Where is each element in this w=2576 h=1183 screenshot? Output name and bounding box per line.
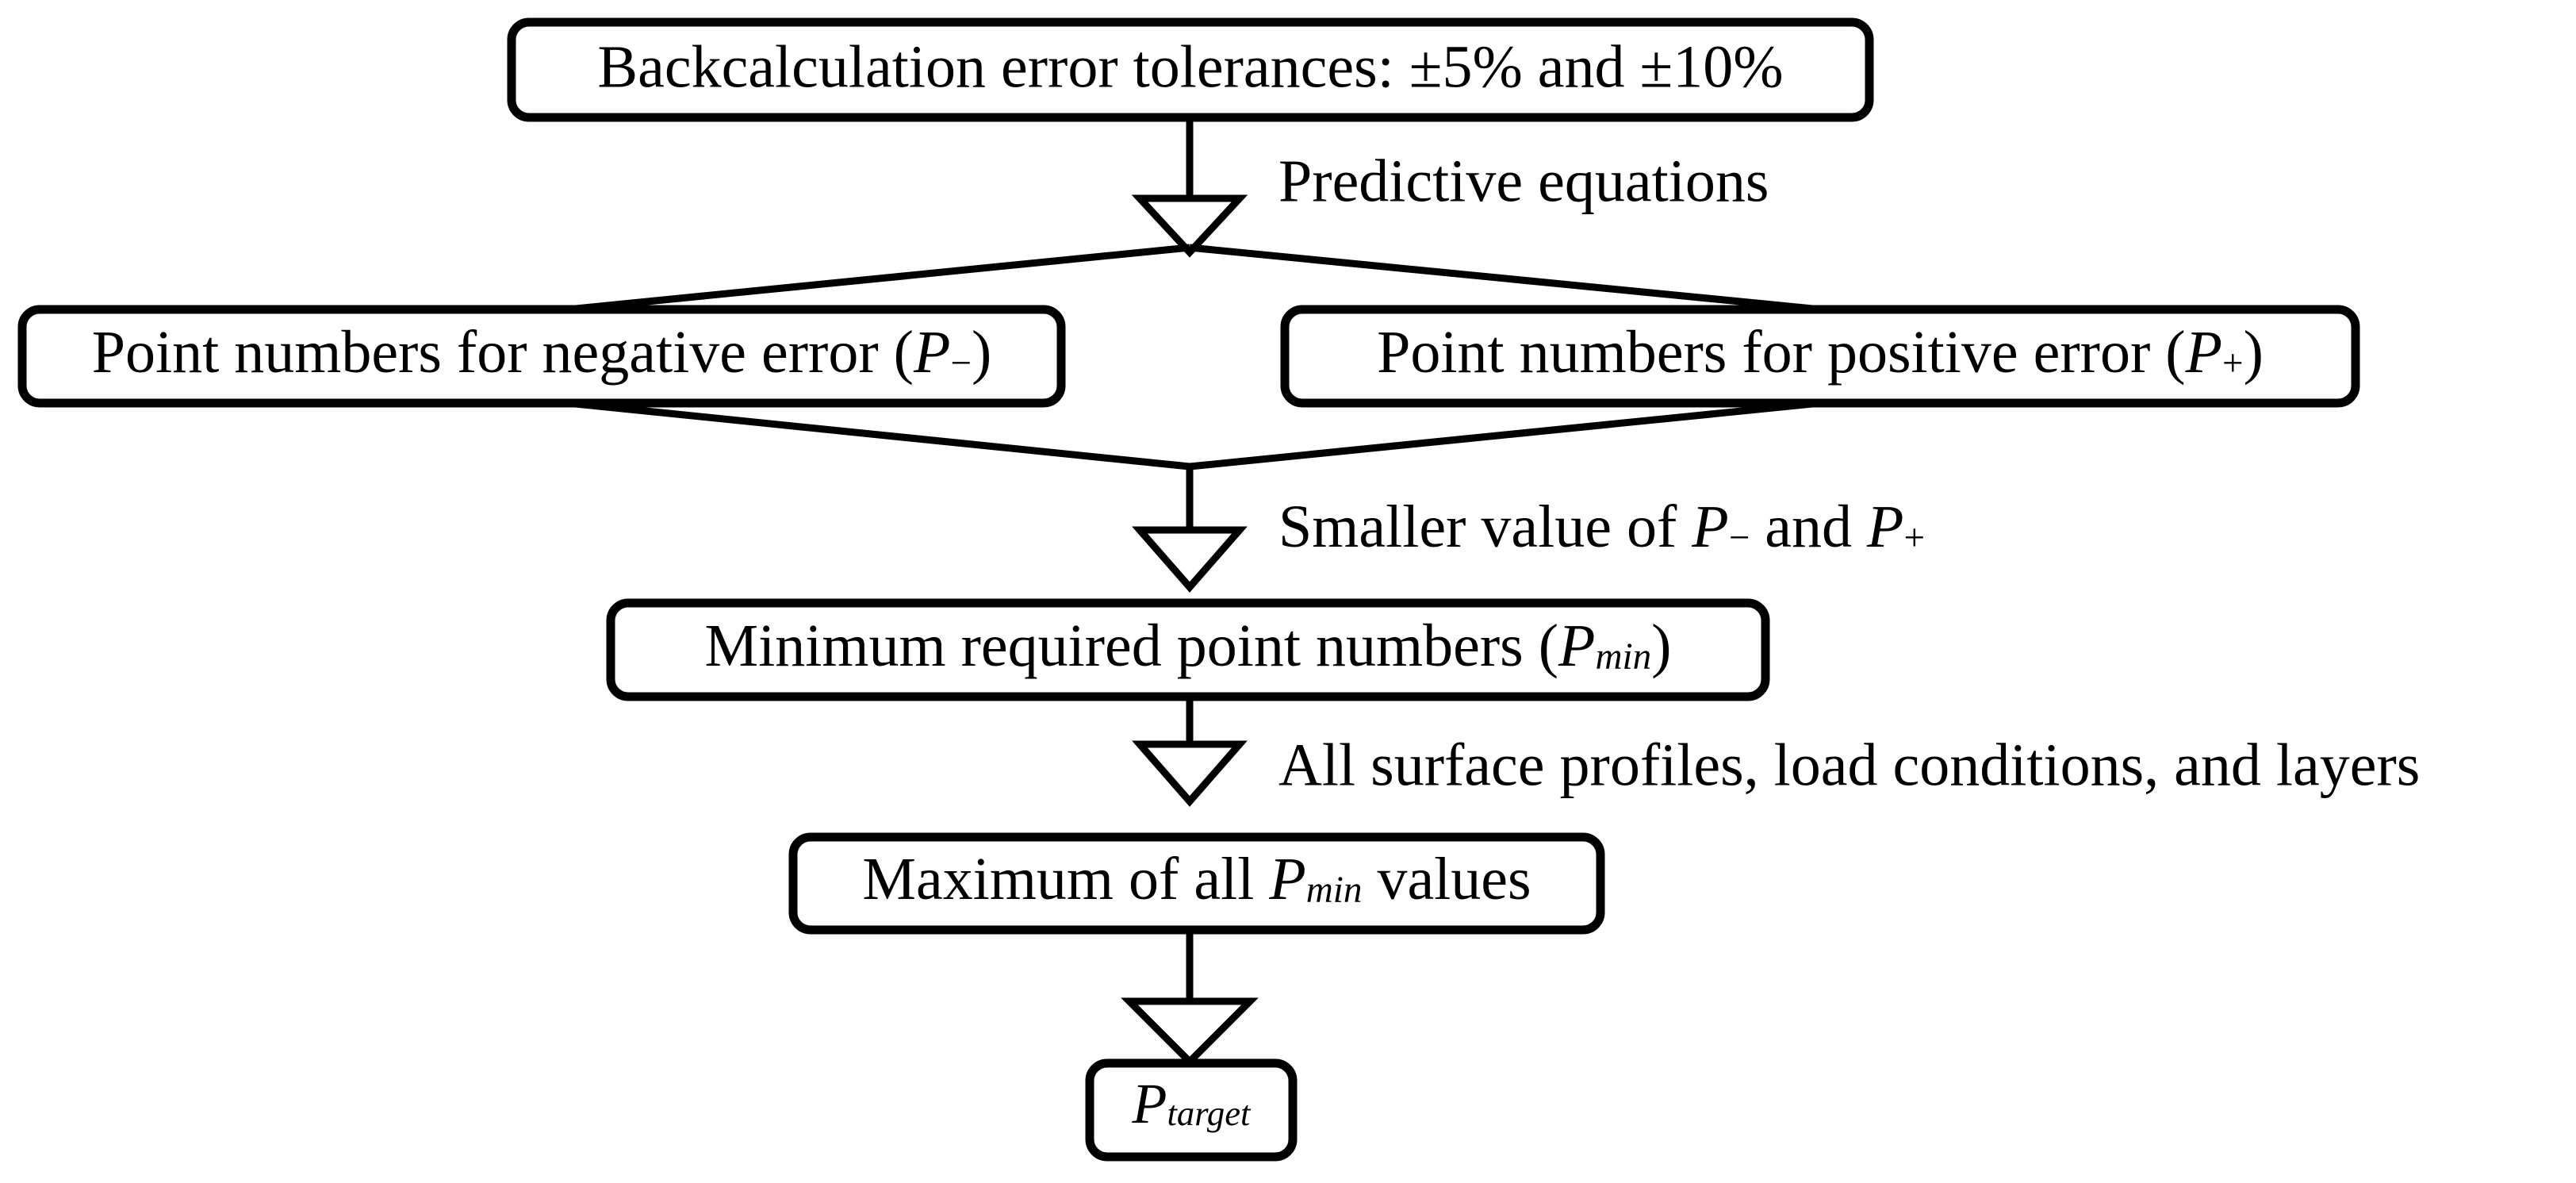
node-maximum-of-all-box bbox=[788, 832, 1605, 935]
node-negative-error-label: Point numbers for negative error (P−) bbox=[92, 319, 992, 386]
arrowhead-maximum-to-target bbox=[1121, 997, 1259, 1067]
node-p-target-label: Ptarget bbox=[1132, 1072, 1252, 1135]
node-tolerances[interactable]: Backcalculation error tolerances: ±5% an… bbox=[507, 17, 1874, 122]
node-minimum-required[interactable]: Minimum required point numbers (Pmin) bbox=[606, 598, 1770, 701]
node-p-target-box bbox=[1085, 1058, 1298, 1162]
edge-label-all-surface-profiles: All surface profiles, load conditions, a… bbox=[1278, 732, 2420, 798]
arrowhead-merge-to-minimum bbox=[1132, 526, 1248, 593]
connector-split-to-positive bbox=[1189, 244, 1822, 313]
edge-label-smaller-value: Smaller value of P− and P+ bbox=[1278, 494, 1925, 560]
connector-positive-to-merge bbox=[1189, 399, 1822, 471]
connector-negative-to-merge bbox=[567, 399, 1190, 471]
node-maximum-of-all[interactable]: Maximum of all Pmin values bbox=[788, 832, 1605, 935]
arrowhead-minimum-to-maximum bbox=[1132, 740, 1248, 807]
arrowhead-tolerances-split bbox=[1131, 194, 1248, 258]
connector-split-to-negative bbox=[567, 244, 1190, 313]
node-positive-error-label: Point numbers for positive error (P+) bbox=[1377, 319, 2264, 386]
node-positive-error[interactable]: Point numbers for positive error (P+) bbox=[1280, 305, 2360, 408]
node-minimum-required-label: Minimum required point numbers (Pmin) bbox=[705, 613, 1672, 679]
node-minimum-required-box bbox=[606, 598, 1770, 701]
node-negative-error-box bbox=[17, 305, 1066, 408]
node-tolerances-label: Backcalculation error tolerances: ±5% an… bbox=[597, 33, 1783, 100]
node-positive-error-box bbox=[1280, 305, 2360, 408]
node-maximum-of-all-label: Maximum of all Pmin values bbox=[862, 846, 1531, 912]
node-p-target[interactable]: Ptarget bbox=[1085, 1058, 1298, 1162]
edge-label-predictive-equations: Predictive equations bbox=[1278, 148, 1769, 214]
node-tolerances-box bbox=[507, 17, 1874, 122]
node-negative-error[interactable]: Point numbers for negative error (P−) bbox=[17, 305, 1066, 408]
